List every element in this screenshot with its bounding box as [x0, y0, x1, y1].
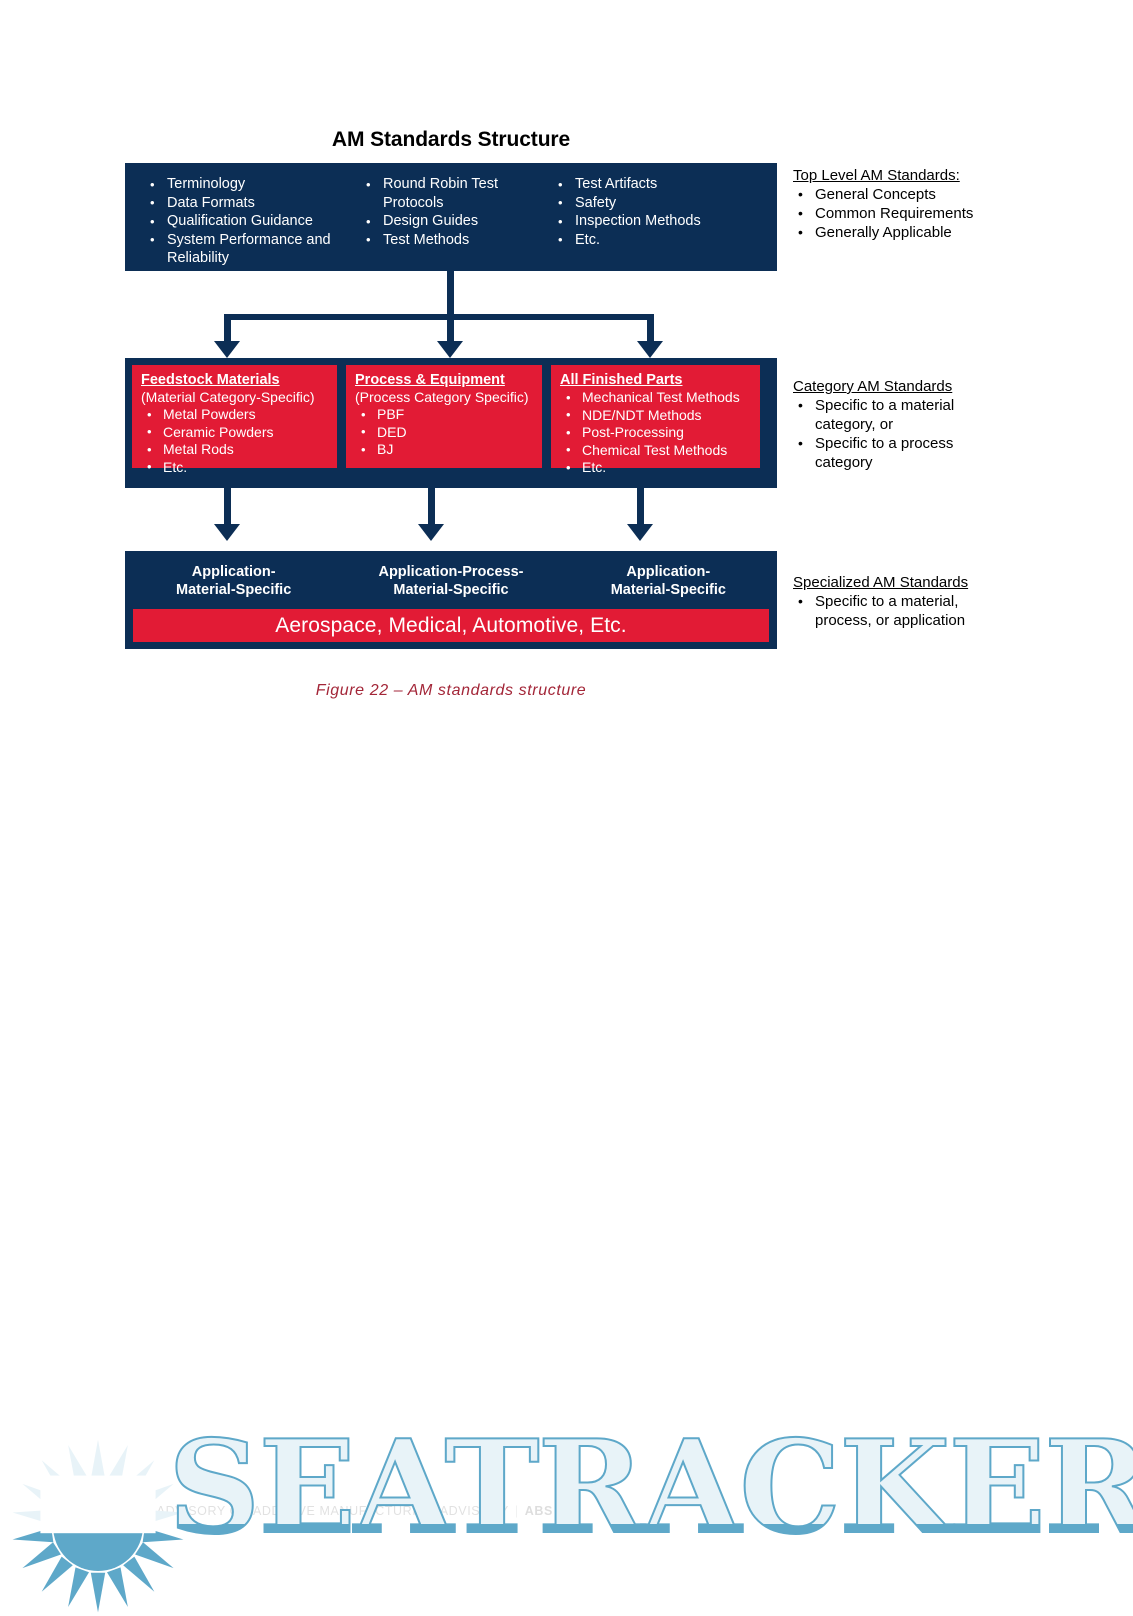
list-item: General Concepts — [793, 185, 1043, 204]
list-item: Terminology — [147, 175, 357, 194]
arrowhead-down-icon — [627, 524, 653, 541]
tier2-list-finished-parts: Mechanical Test Methods NDE/NDT Methods … — [560, 389, 754, 477]
panel-heading: Process & Equipment — [355, 372, 505, 388]
footer-document-title: ABS ADVISORY ON ADDITIVE MANUFACTURING A… — [126, 1504, 509, 1518]
list-item: Qualification Guidance — [147, 212, 357, 231]
connector-down-center — [428, 488, 435, 525]
list-item: BJ — [355, 441, 536, 459]
watermark-text-outline: SEATRACKER.RU — [167, 1412, 1133, 1564]
list-item: Metal Rods — [141, 441, 331, 459]
list-item: Specific to a material, process, or appl… — [793, 592, 1043, 630]
annotation-list: Specific to a material, process, or appl… — [793, 592, 1043, 630]
annotation-category-standards: Category AM Standards Specific to a mate… — [793, 377, 1043, 472]
list-item: Post-Processing — [560, 424, 754, 442]
list-item: Metal Powders — [141, 406, 331, 424]
annotation-title: Category AM Standards — [793, 378, 953, 395]
tier1-column-2: Round Robin Test Protocols Design Guides… — [357, 175, 549, 271]
watermark-text: SEATRACKER.RU — [168, 1413, 1133, 1563]
connector-down-right — [637, 488, 644, 525]
arrowhead-down-icon — [418, 524, 444, 541]
tier3-column-2: Application-Process- Material-Specific — [378, 564, 524, 598]
list-item: Specific to a material category, or — [793, 396, 1043, 434]
tier3-column-3: Application- Material-Specific — [610, 564, 726, 598]
list-item: Etc. — [560, 459, 754, 477]
panel-heading: All Finished Parts — [560, 372, 683, 388]
sun-icon — [12, 1439, 184, 1613]
arrowhead-down-icon — [437, 341, 463, 358]
tier3-column-1: Application- Material-Specific — [176, 564, 292, 598]
footer-separator-1: | — [116, 1504, 121, 1518]
list-item: Safety — [555, 193, 777, 213]
list-item: Ceramic Powders — [141, 423, 331, 442]
annotation-title: Specialized AM Standards — [793, 574, 969, 591]
connector-branch-center — [447, 314, 454, 342]
tier2-panel-all-finished-parts: All Finished Parts Mechanical Test Metho… — [551, 365, 760, 476]
connector-stem-vertical — [447, 271, 454, 317]
list-item: Design Guides — [363, 212, 549, 231]
connector-horizontal-bar — [224, 314, 654, 320]
list-item: Generally Applicable — [793, 223, 1043, 242]
list-item: Test Methods — [363, 230, 549, 250]
arrowhead-down-icon — [637, 341, 663, 358]
tier1-column-1: Terminology Data Formats Qualification G… — [125, 175, 357, 271]
figure-title: AM Standards Structure — [331, 128, 571, 151]
list-item: Test Artifacts — [555, 175, 777, 194]
footer-separator-2: | — [514, 1504, 519, 1518]
list-item: Etc. — [141, 458, 331, 477]
list-item: Data Formats — [147, 193, 357, 213]
list-item: Specific to a process category — [793, 434, 1043, 472]
tier1-top-level-box: Terminology Data Formats Qualification G… — [125, 163, 777, 271]
arrowhead-down-icon — [214, 341, 240, 358]
list-item: PBF — [355, 406, 536, 424]
list-item: DED — [355, 423, 536, 442]
arrowhead-down-icon — [214, 524, 240, 541]
tier2-list-process: PBF DED BJ — [355, 406, 536, 459]
tier2-category-box: Feedstock Materials (Material Category-S… — [125, 358, 777, 488]
watermark-overlay: SEATRACKER.RU SEATRACKER.RU — [0, 1398, 1133, 1613]
footer-page-number: 28 — [95, 1503, 111, 1519]
panel-heading: Feedstock Materials — [141, 372, 280, 388]
list-item: Etc. — [555, 230, 777, 250]
connector-branch-left — [224, 314, 231, 342]
panel-subheading: (Process Category Specific) — [355, 389, 529, 405]
annotation-list: Specific to a material category, or Spec… — [793, 396, 1043, 472]
tier2-panel-feedstock-materials: Feedstock Materials (Material Category-S… — [132, 365, 337, 476]
footer-brand: ABS — [524, 1504, 553, 1518]
figure-caption: Figure 22 – AM standards structure — [315, 682, 587, 699]
annotation-title: Top Level AM Standards: — [793, 167, 960, 184]
connector-down-left — [224, 488, 231, 525]
tier1-list-2: Round Robin Test Protocols Design Guides… — [363, 175, 549, 249]
annotation-list: General Concepts Common Requirements Gen… — [793, 185, 1043, 242]
list-item: System Performance and Reliability — [147, 230, 357, 268]
tier2-panel-process-equipment: Process & Equipment (Process Category Sp… — [346, 365, 542, 468]
tier2-list-feedstock: Metal Powders Ceramic Powders Metal Rods… — [141, 406, 331, 476]
list-item: Inspection Methods — [555, 212, 777, 231]
tier3-applications-band: Aerospace, Medical, Automotive, Etc. — [133, 609, 769, 642]
panel-subheading: (Material Category-Specific) — [141, 389, 315, 405]
list-item: Round Robin Test Protocols — [363, 175, 549, 212]
list-item: Chemical Test Methods — [560, 441, 754, 460]
tier1-list-1: Terminology Data Formats Qualification G… — [147, 175, 357, 268]
connector-branch-right — [647, 314, 654, 342]
list-item: Mechanical Test Methods — [560, 389, 754, 407]
tier1-list-3: Test Artifacts Safety Inspection Methods… — [555, 175, 777, 249]
list-item: NDE/NDT Methods — [560, 406, 754, 425]
annotation-specialized-standards: Specialized AM Standards Specific to a m… — [793, 573, 1043, 630]
tier1-column-3: Test Artifacts Safety Inspection Methods… — [549, 175, 777, 271]
annotation-top-level-standards: Top Level AM Standards: General Concepts… — [793, 166, 1043, 242]
page-footer: 28 | ABS ADVISORY ON ADDITIVE MANUFACTUR… — [95, 1501, 553, 1521]
list-item: Common Requirements — [793, 204, 1043, 223]
